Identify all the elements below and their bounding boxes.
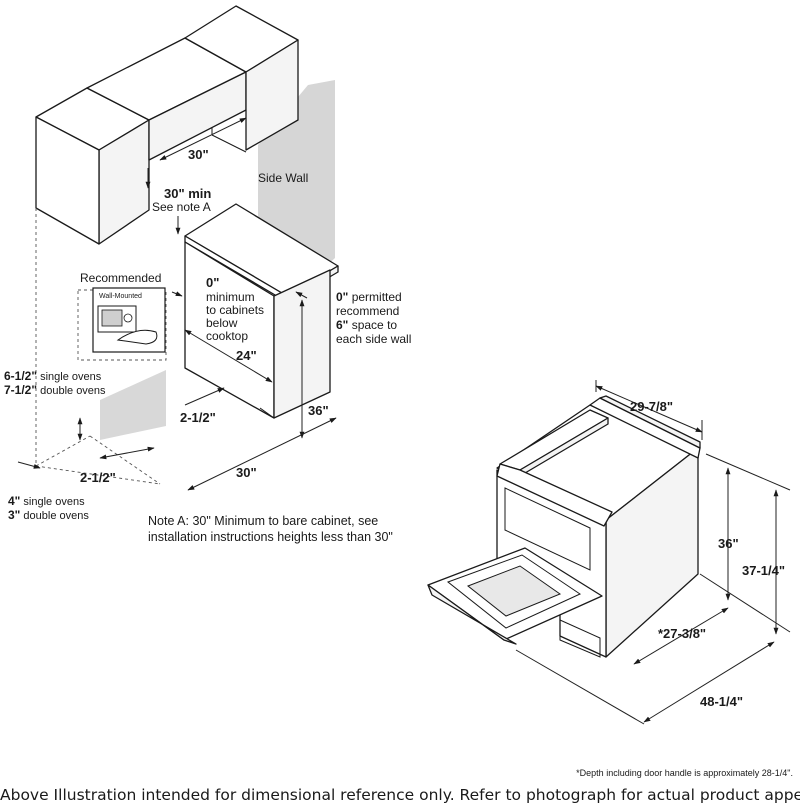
side-clearance-line4: each side wall bbox=[336, 332, 411, 346]
installation-drawing: Side Wall 30" 30" min See note A Recomme… bbox=[4, 5, 411, 544]
wall-mounted-label: Wall-Mounted bbox=[99, 293, 142, 300]
footnote: *Depth including door handle is approxim… bbox=[576, 768, 793, 778]
side-clearance-line3: 6" space to bbox=[336, 318, 397, 332]
clearance-double-ovens: 7-1/2" double ovens bbox=[4, 383, 106, 397]
dim-36-install: 36" bbox=[308, 403, 329, 418]
range-space-outline bbox=[35, 208, 167, 485]
see-note-a: See note A bbox=[152, 200, 211, 214]
floor-single-ovens: 4" single ovens bbox=[8, 494, 85, 508]
install-dimension-lines bbox=[17, 117, 337, 491]
clearance-single-ovens: 6-1/2" single ovens bbox=[4, 369, 102, 383]
recommended-label: Recommended bbox=[80, 271, 161, 285]
zero-top-label: 0" bbox=[206, 275, 219, 290]
range-dimension-lines bbox=[515, 380, 791, 725]
side-clearance-line2: recommend bbox=[336, 304, 399, 318]
range-drawing bbox=[427, 395, 701, 658]
range-depth: *27-3/8" bbox=[658, 626, 706, 641]
side-clearance-line1: 0" permitted bbox=[336, 290, 402, 304]
note-a-line2: installation instructions heights less t… bbox=[148, 530, 393, 544]
min-cabinets-line4: cooktop bbox=[206, 329, 248, 343]
dim-24: 24" bbox=[236, 348, 257, 363]
min-cabinets-line1: minimum bbox=[206, 290, 255, 304]
side-wall-label: Side Wall bbox=[258, 171, 308, 185]
wall-mounted-inset bbox=[92, 287, 166, 353]
range-height-36: 36" bbox=[718, 536, 739, 551]
caption: Above Illustration intended for dimensio… bbox=[0, 786, 800, 804]
min-cabinets-line3: below bbox=[206, 316, 238, 330]
note-a-line1: Note A: 30" Minimum to bare cabinet, see bbox=[148, 514, 378, 528]
dim-2half-a: 2-1/2" bbox=[180, 410, 216, 425]
dim-2half-b: 2-1/2" bbox=[80, 470, 116, 485]
range-depth-open: 48-1/4" bbox=[700, 694, 743, 709]
range-width: 29-7/8" bbox=[630, 399, 673, 414]
dim-30-min: 30" min bbox=[164, 186, 211, 201]
floor-clearance-zone bbox=[100, 370, 166, 440]
range-height-total: 37-1/4" bbox=[742, 563, 785, 578]
dim-30-top: 30" bbox=[188, 147, 209, 162]
floor-double-ovens: 3" double ovens bbox=[8, 508, 89, 522]
dim-30-bottom: 30" bbox=[236, 465, 257, 480]
min-cabinets-line2: to cabinets bbox=[206, 303, 264, 317]
